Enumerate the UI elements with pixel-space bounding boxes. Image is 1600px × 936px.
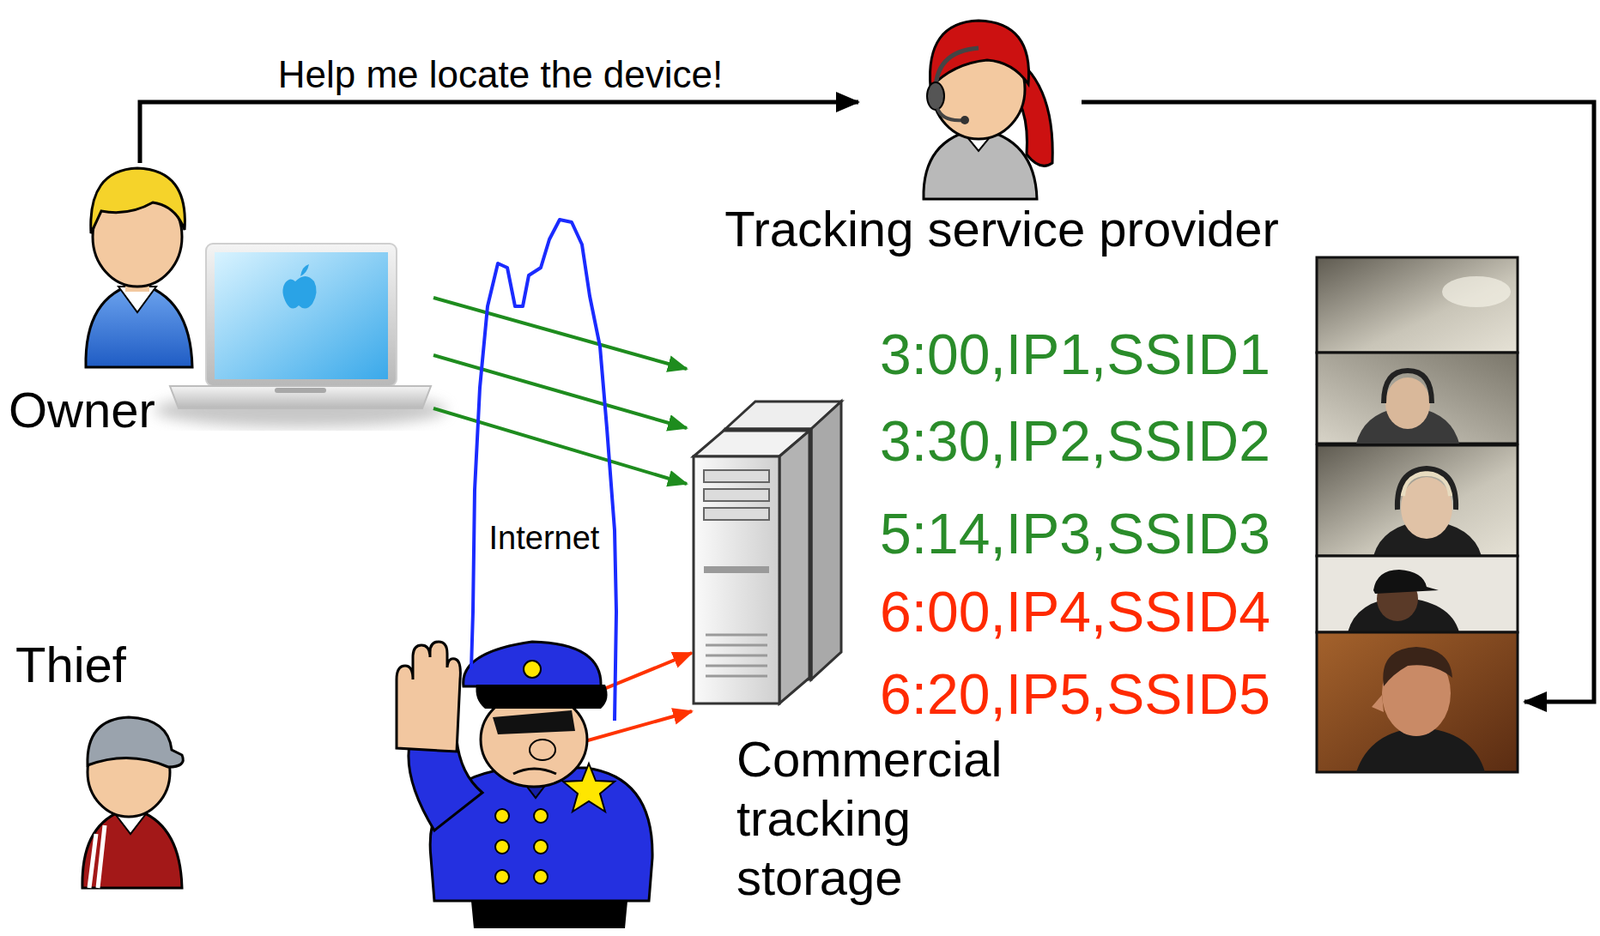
laptop-icon xyxy=(154,243,447,428)
webcam-photos xyxy=(1385,377,1431,430)
police-officer xyxy=(495,809,510,824)
police-officer xyxy=(408,739,483,831)
police-officer xyxy=(529,739,556,761)
server-icon xyxy=(779,430,810,704)
webcam-photos xyxy=(1442,276,1511,308)
owner-icon xyxy=(85,283,193,368)
owner-icon xyxy=(85,168,193,368)
flow-arrow xyxy=(433,355,687,429)
flow-arrow xyxy=(139,102,859,164)
provider-icon xyxy=(929,20,1029,88)
owner-figure: Owner xyxy=(6,163,434,443)
police-officer xyxy=(563,763,615,813)
laptop-icon xyxy=(214,252,388,380)
webcam-photos xyxy=(1383,370,1432,404)
provider-icon xyxy=(923,20,1053,200)
police-officer xyxy=(495,870,510,885)
provider-icon xyxy=(937,108,964,121)
server-icon xyxy=(703,566,770,574)
police-officer xyxy=(523,660,541,679)
server-icon xyxy=(703,489,770,502)
laptop-icon xyxy=(206,243,397,387)
police-officer xyxy=(513,769,557,775)
webcam-photos xyxy=(1397,468,1456,510)
log-entry-label: 5:14,IP3,SSID3 xyxy=(879,501,1271,567)
police-officer xyxy=(533,870,548,885)
webcam-photos xyxy=(1400,477,1453,540)
webcam-photos xyxy=(1382,647,1453,687)
laptop-icon xyxy=(282,276,316,310)
laptop-icon xyxy=(274,387,327,394)
webcam-photos xyxy=(1316,632,1518,773)
server-icon xyxy=(693,401,842,704)
police-officer xyxy=(533,840,548,855)
laptop-icon xyxy=(169,386,431,409)
edge-label: Help me locate the device! xyxy=(278,53,724,97)
server-icon xyxy=(811,401,842,680)
owner-icon xyxy=(90,168,186,234)
webcam-photos xyxy=(1316,257,1518,773)
police-officer xyxy=(463,642,601,687)
cloud-outline xyxy=(471,219,617,722)
webcam-photos xyxy=(1316,352,1518,444)
provider-icon xyxy=(960,115,970,125)
node-label: Commercial tracking storage xyxy=(736,729,1020,908)
service-provider-figure: Tracking service provider xyxy=(858,17,1061,202)
node-label: Owner xyxy=(8,381,156,439)
webcam-photos xyxy=(1371,695,1384,713)
webcam-photos xyxy=(1373,569,1439,594)
flow-arrow xyxy=(433,297,687,370)
police-officer xyxy=(396,642,461,752)
webcam-photos xyxy=(1316,257,1518,353)
server-icon xyxy=(703,508,770,521)
internet-cloud: Internet xyxy=(463,214,623,739)
server-icon xyxy=(703,470,770,483)
thief-icon xyxy=(82,808,182,889)
laptop-icon xyxy=(300,264,310,277)
thief-icon xyxy=(89,825,105,889)
thief-figure: Thief xyxy=(8,635,194,893)
police-officer xyxy=(495,840,510,855)
webcam-photos xyxy=(1316,556,1518,633)
thief-icon xyxy=(87,717,183,768)
thief-icon xyxy=(82,717,183,889)
webcam-photos xyxy=(1316,445,1518,557)
provider-icon xyxy=(927,82,945,110)
flow-arrow xyxy=(433,408,687,485)
police-officer xyxy=(533,809,548,824)
log-entry-label: 3:30,IP2,SSID2 xyxy=(879,408,1271,474)
log-entry-label: 6:20,IP5,SSID5 xyxy=(879,661,1271,728)
police-officer xyxy=(475,684,607,710)
log-entry-label: 6:00,IP4,SSID4 xyxy=(879,579,1271,645)
log-entry-label: 3:00,IP1,SSID1 xyxy=(879,321,1271,388)
node-label: Tracking service provider xyxy=(724,200,1279,258)
server-icon xyxy=(705,635,768,677)
cloud-outline xyxy=(463,214,623,739)
node-label: Thief xyxy=(15,636,127,694)
server-icon xyxy=(693,456,780,704)
node-label: Internet xyxy=(489,518,600,558)
police-officer xyxy=(492,710,576,735)
